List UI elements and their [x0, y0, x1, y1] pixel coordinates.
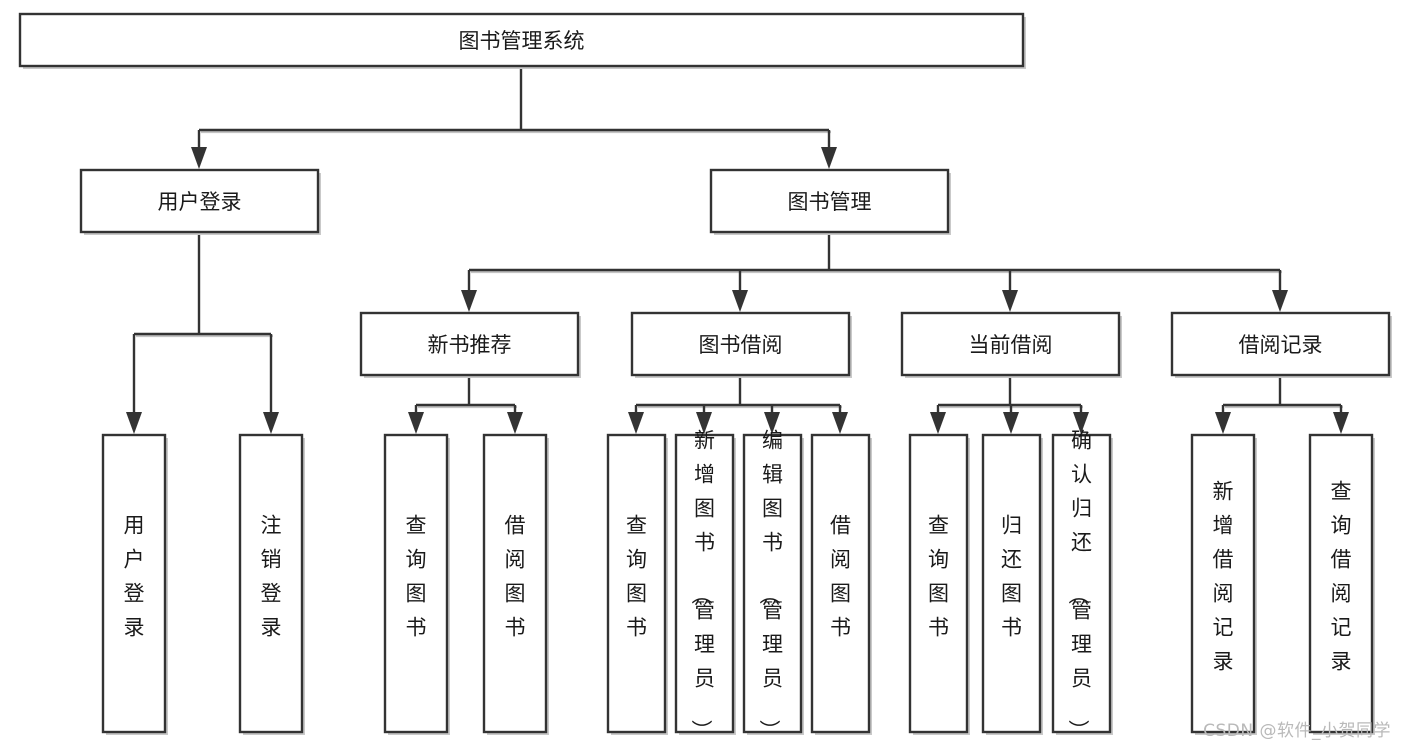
node-label-leaf-add-borrow-record: 新增借阅记录 — [1213, 480, 1234, 674]
node-leaf-add-borrow-record[interactable]: 新增借阅记录 — [1190, 433, 1257, 735]
node-label-leaf-add-book-admin: 新增图书（管理员） — [689, 429, 715, 741]
node-label-leaf-edit-book-admin: 编辑图书（管理员） — [757, 429, 783, 741]
node-leaf-edit-book-admin[interactable]: 编辑图书（管理员） — [742, 429, 804, 741]
node-label-leaf-query-book-current: 查询图书 — [928, 514, 949, 640]
connector-book-borrow — [628, 375, 848, 434]
node-box-leaf-add-borrow-record[interactable] — [1190, 433, 1256, 734]
node-box-leaf-query-borrow-record[interactable] — [1308, 433, 1374, 734]
node-label-leaf-logout-login: 注销登录 — [261, 514, 282, 640]
node-leaf-return-book[interactable]: 归还图书 — [981, 433, 1043, 735]
node-leaf-query-book-borrow[interactable]: 查询图书 — [606, 433, 668, 735]
node-leaf-add-book-admin[interactable]: 新增图书（管理员） — [674, 429, 736, 741]
node-box-leaf-query-book-borrow[interactable] — [606, 433, 667, 734]
connector-new-book-recommend — [408, 375, 523, 434]
connector-layer — [126, 66, 1349, 434]
node-label-leaf-borrow-book-recommend: 借阅图书 — [505, 514, 526, 640]
node-box-root[interactable] — [18, 12, 1025, 68]
node-label-leaf-query-book-recommend: 查询图书 — [406, 514, 427, 640]
node-box-new-book-recommend[interactable] — [359, 311, 580, 377]
node-borrow-record[interactable]: 借阅记录 — [1170, 311, 1392, 378]
node-label-user-login: 用户登录 — [158, 190, 242, 214]
node-root[interactable]: 图书管理系统 — [18, 12, 1026, 69]
node-leaf-query-borrow-record[interactable]: 查询借阅记录 — [1308, 433, 1375, 735]
node-book-management[interactable]: 图书管理 — [709, 168, 951, 235]
node-box-leaf-edit-book-admin[interactable] — [742, 433, 803, 734]
connector-current-borrow — [930, 375, 1089, 434]
watermark-text: CSDN @软件_小贺同学 — [1203, 721, 1391, 741]
node-label-leaf-query-borrow-record: 查询借阅记录 — [1331, 480, 1352, 674]
node-label-leaf-user-login: 用户登录 — [124, 514, 145, 640]
node-leaf-user-login[interactable]: 用户登录 — [101, 433, 168, 735]
node-label-leaf-confirm-return-admin: 确认归还（管理员） — [1066, 429, 1092, 741]
node-leaf-query-book-recommend[interactable]: 查询图书 — [383, 433, 450, 735]
node-label-leaf-query-book-borrow: 查询图书 — [626, 514, 647, 640]
node-box-leaf-borrow-book-recommend[interactable] — [482, 433, 548, 734]
node-leaf-borrow-book[interactable]: 借阅图书 — [810, 433, 872, 735]
connector-book-management — [461, 232, 1288, 312]
node-box-leaf-add-book-admin[interactable] — [674, 433, 735, 734]
node-box-current-borrow[interactable] — [900, 311, 1121, 377]
node-box-borrow-record[interactable] — [1170, 311, 1391, 377]
node-box-leaf-borrow-book[interactable] — [810, 433, 871, 734]
node-label-root: 图书管理系统 — [459, 29, 585, 53]
node-box-leaf-confirm-return-admin[interactable] — [1051, 433, 1112, 734]
connector-borrow-record — [1215, 375, 1349, 434]
node-current-borrow[interactable]: 当前借阅 — [900, 311, 1122, 378]
node-label-leaf-return-book: 归还图书 — [1001, 514, 1022, 640]
node-label-new-book-recommend: 新书推荐 — [428, 333, 512, 357]
node-box-leaf-return-book[interactable] — [981, 433, 1042, 734]
node-label-book-management: 图书管理 — [788, 190, 872, 214]
node-label-leaf-borrow-book: 借阅图书 — [830, 514, 851, 640]
node-leaf-logout-login[interactable]: 注销登录 — [238, 433, 305, 735]
node-box-leaf-user-login[interactable] — [101, 433, 167, 734]
node-label-book-borrow: 图书借阅 — [699, 333, 783, 357]
node-box-book-borrow[interactable] — [630, 311, 851, 377]
connector-user-login — [126, 232, 279, 434]
node-label-current-borrow: 当前借阅 — [969, 333, 1053, 357]
node-layer: 图书管理系统用户登录图书管理新书推荐图书借阅当前借阅借阅记录用户登录注销登录查询… — [18, 12, 1392, 741]
connector-root — [191, 66, 837, 169]
node-box-book-management[interactable] — [709, 168, 950, 234]
node-leaf-query-book-current[interactable]: 查询图书 — [908, 433, 970, 735]
node-user-login[interactable]: 用户登录 — [79, 168, 321, 235]
node-book-borrow[interactable]: 图书借阅 — [630, 311, 852, 378]
node-box-leaf-query-book-recommend[interactable] — [383, 433, 449, 734]
node-leaf-confirm-return-admin[interactable]: 确认归还（管理员） — [1051, 429, 1113, 741]
node-leaf-borrow-book-recommend[interactable]: 借阅图书 — [482, 433, 549, 735]
node-box-leaf-logout-login[interactable] — [238, 433, 304, 734]
node-label-borrow-record: 借阅记录 — [1239, 333, 1323, 357]
node-new-book-recommend[interactable]: 新书推荐 — [359, 311, 581, 378]
node-box-user-login[interactable] — [79, 168, 320, 234]
node-box-leaf-query-book-current[interactable] — [908, 433, 969, 734]
